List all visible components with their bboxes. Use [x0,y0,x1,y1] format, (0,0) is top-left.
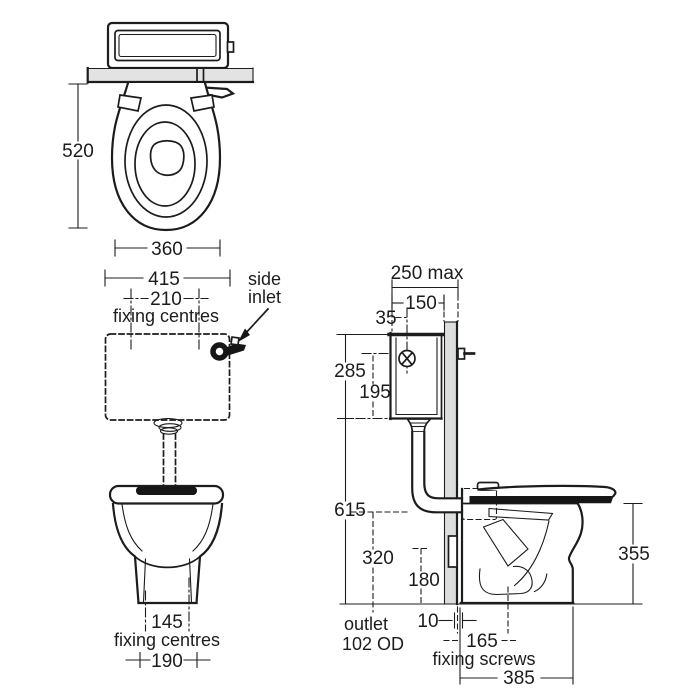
dim-label-35: 35 [375,308,396,329]
pedestal-inner-line [142,558,147,603]
side-inlet-label-2: inlet [248,287,281,307]
inlet-nut [230,336,240,346]
dim-label-520: 520 [62,141,94,162]
dim-label-615: 615 [334,500,366,521]
seat-ring-outline [124,104,208,218]
outlet-label-1: outlet [344,614,388,634]
water-spot-outline [149,139,185,176]
wall-band [88,68,253,82]
cistern-hidden-outline [104,333,231,421]
side-inlet-ring [210,342,229,361]
dim-label-210: 210 [150,289,182,310]
seat-lid-profile [477,484,617,498]
dim-label-360: 360 [151,239,183,260]
dim-label-385: 385 [503,668,535,689]
dim-label-250max: 250 max [391,263,464,284]
back-flush-channel [482,518,529,567]
dim-label-150: 150 [405,293,437,314]
dim-label-320: 320 [362,548,394,569]
bowl-opening-outline [134,121,196,207]
dim-label-10: 10 [417,611,438,632]
side-inlet-label-1: side [248,269,281,289]
seat-shadow-strip [469,496,614,504]
pan-front-outline-left [111,502,140,605]
seat-hinge-bar [136,486,197,495]
dim-label-415: 415 [148,269,180,290]
dim-label-195: 195 [359,382,391,403]
outlet-label-2: 102 OD [342,634,404,654]
duct-panel [444,322,457,604]
fixing-centres-note: fixing centres [114,630,220,650]
pan-front-outline-right [195,502,224,605]
dim-label-165: 165 [466,631,498,652]
fixing-screws-note: fixing screws [432,649,535,669]
front-elevation: 415 210 fixing centres side inlet 145 [104,269,281,672]
pan-front-inner-line [121,503,143,552]
bowl-underside-arc [133,555,202,569]
seat-hinge-left [117,94,143,112]
flush-joint-coil [158,423,182,432]
side-inlet-arrowhead [238,328,250,342]
inlet-lever-blade [225,343,246,356]
bowl-interior-curve [513,520,550,587]
plan-view: 520 360 [62,21,255,260]
dim-label-145: 145 [151,612,183,633]
seat-hinge-right [189,94,215,112]
flushpipe-inner-line [423,430,464,500]
pan-front-inner-line [192,503,214,552]
fixing-centres-note: fixing centres [113,306,219,326]
side-elevation: 250 max 150 35 [334,263,650,689]
pan-front-profile [567,502,584,605]
side-inlet-arrow [242,307,270,337]
cistern-side-tab [226,41,235,53]
dim-label-285: 285 [334,361,366,382]
cistern-lid-inner-line [118,33,217,58]
trap-outline [478,565,533,596]
dim-label-190: 190 [151,651,183,672]
flushpipe-outer-line [411,430,464,514]
panel-bracket [447,535,458,568]
pedestal-inner-line [188,558,193,603]
flush-joint-coil [153,417,183,429]
bowl-front-curve [533,573,548,593]
dim-label-180: 180 [408,570,440,591]
cistern-lid-outline [114,29,221,62]
flush-joint-coil [159,427,179,435]
inlet-screw-cross [401,352,413,365]
dim-label-355: 355 [618,544,650,565]
flush-valve-cone [405,418,433,433]
rim-flush-channel [488,507,554,521]
